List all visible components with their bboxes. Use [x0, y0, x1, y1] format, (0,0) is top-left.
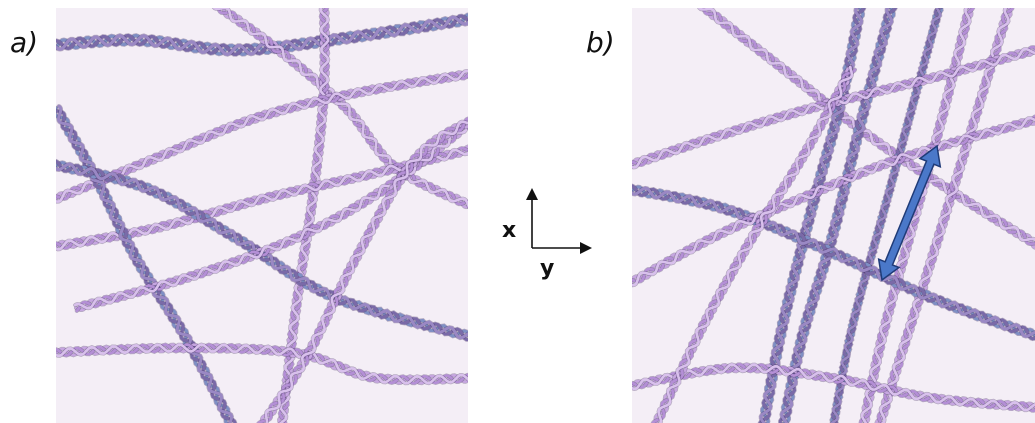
fiber-strand [256, 116, 468, 423]
fiber-strand [829, 8, 944, 423]
fiber-strand [874, 8, 1015, 423]
fiber-strand [211, 8, 468, 210]
fiber-strand [697, 8, 1035, 250]
fiber-strand [73, 117, 468, 313]
fiber-strand [56, 342, 468, 386]
y-axis-arrowhead [580, 242, 592, 254]
fiber-strand [632, 114, 1035, 288]
fiber-strand [632, 362, 1035, 413]
fiber-network-aligned [632, 8, 1035, 423]
fiber-network-random [56, 8, 468, 423]
panel-label-a: a) [10, 26, 39, 59]
fiber-strand [56, 144, 468, 252]
fiber-strand [56, 104, 238, 423]
panel-label-b: b) [586, 26, 615, 59]
y-axis-label: y [540, 256, 555, 281]
axis-indicator [526, 188, 592, 254]
fiber-strand [56, 12, 468, 57]
fiber-strand [632, 183, 1035, 342]
x-axis-arrowhead [526, 188, 538, 200]
fiber-strand [632, 45, 1035, 170]
double-arrow-icon [877, 144, 942, 282]
x-axis-label: x [502, 218, 517, 243]
fiber-strand [56, 158, 468, 342]
panel-a-fiber-network [56, 8, 468, 423]
fiber-strand [56, 68, 468, 204]
panel-b-fiber-network [632, 8, 1035, 423]
fiber-strand [650, 65, 857, 423]
